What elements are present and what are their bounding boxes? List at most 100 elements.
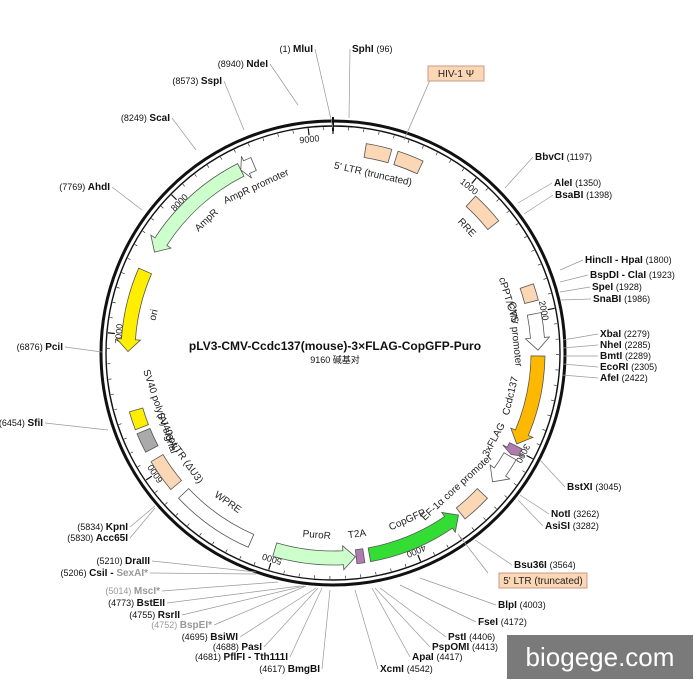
tick-mark <box>547 292 552 295</box>
tick-mark <box>471 177 477 184</box>
watermark-text: biogege.com <box>526 642 675 672</box>
site-kpni: (5834) KpnI <box>77 522 128 533</box>
site-ahdi: (7769) AhdI <box>59 182 110 193</box>
site-draiii: (5210) DraIII <box>96 556 150 567</box>
tick-mark <box>435 152 438 156</box>
tick-mark <box>171 194 177 201</box>
tick-mark <box>114 408 118 411</box>
tick-mark <box>449 160 452 163</box>
tick-mark <box>112 301 116 304</box>
tick-mark <box>496 199 499 202</box>
site-leader <box>181 585 305 616</box>
site-mlui: (1) MluI <box>280 44 314 55</box>
feature-label-cmv-promoter: CMV promoter <box>506 301 524 367</box>
tick-mark <box>547 307 555 311</box>
site-leader <box>374 587 431 648</box>
site-leader <box>474 539 513 566</box>
site-leader <box>314 48 334 129</box>
feature-ef-1-core-promoter <box>455 488 489 520</box>
tick-mark <box>471 527 474 531</box>
site-snabi: SnaBI (1986) <box>593 294 650 305</box>
feature-rre <box>465 195 500 231</box>
site-leader <box>517 182 553 204</box>
site-leader <box>289 587 323 658</box>
site-pflfi-tth111i: (4681) PflFI - Tth111I <box>195 652 288 663</box>
tick-label: 7000 <box>113 323 125 344</box>
tick-mark <box>515 223 519 226</box>
tick-mark <box>164 502 168 505</box>
tick-mark <box>220 156 223 160</box>
tick-mark <box>207 165 210 168</box>
site-leader <box>321 589 331 670</box>
site-rsrii: (4755) RsrII <box>129 610 180 621</box>
tick-mark <box>253 561 256 565</box>
tick-mark <box>182 183 185 187</box>
feature-copgfp <box>367 511 459 563</box>
site-leader <box>354 589 379 670</box>
feature-3xflag <box>502 442 525 457</box>
tick-mark <box>446 544 449 548</box>
tick-mark <box>137 465 141 468</box>
site-leader <box>64 346 103 353</box>
tick-mark <box>433 552 435 555</box>
site-leader <box>151 560 257 573</box>
feature-ampr-promoter <box>240 156 257 179</box>
tick-mark <box>142 230 146 234</box>
feature-wpre <box>177 488 255 548</box>
tick-mark <box>116 287 120 289</box>
site-spei: SpeI (1928) <box>592 282 642 293</box>
site-ecori: EcoRI (2305) <box>600 362 657 373</box>
tick-mark <box>283 570 285 574</box>
feature-label-ccdc137: Ccdc137 <box>501 375 521 416</box>
tick-mark <box>531 249 535 252</box>
feature-sv40-ori <box>136 427 159 453</box>
site-leader <box>399 584 477 623</box>
tick-mark <box>404 563 407 567</box>
feature-t2a <box>354 548 366 565</box>
site-noti: NotI (3262) <box>551 509 599 520</box>
site-sphi: SphI (96) <box>352 44 392 55</box>
feature-sv40-poly-a-signal <box>128 407 149 431</box>
site-leader <box>213 585 307 626</box>
site-leader <box>517 499 544 527</box>
site-bmgbi: (4617) BmgBI <box>259 664 320 675</box>
tick-mark <box>417 554 422 562</box>
site-csii-sexai-: (5206) CsiI - SexAI* <box>61 568 149 579</box>
hiv-psi-label: HIV-1 Ψ <box>438 69 474 80</box>
tick-mark <box>550 399 554 401</box>
site-leader <box>111 186 143 211</box>
site-bmti: BmtI (2289) <box>600 351 651 362</box>
plasmid-title: pLV3-CMV-Ccdc137(mouse)-3×FLAG-CopGFP-Pu… <box>189 339 481 353</box>
site-bsabi: BsaBI (1398) <box>555 190 612 201</box>
site-leader <box>562 333 599 341</box>
tick-mark <box>506 210 510 214</box>
feature-feature-1 <box>393 150 424 175</box>
tick-mark <box>485 188 489 191</box>
site-nhei: NheI (2285) <box>600 340 650 351</box>
tick-mark <box>118 423 122 425</box>
tick-mark <box>199 532 202 536</box>
site-psti: PstI (4406) <box>448 632 495 643</box>
site-leader <box>239 587 317 638</box>
tick-mark <box>494 506 497 510</box>
site-leader <box>539 459 566 488</box>
tick-mark <box>160 206 164 209</box>
site-bspei-: (4752) BspEI* <box>151 620 212 631</box>
feature-label-rre: RRE <box>455 216 478 239</box>
site-leader <box>166 585 301 604</box>
tick-mark <box>110 393 114 395</box>
tick-mark <box>547 414 551 417</box>
tick-mark <box>513 483 517 486</box>
site-leader <box>171 117 197 151</box>
tick-mark <box>522 470 526 473</box>
tick-mark <box>187 523 190 527</box>
feature-label-puror: PuroR <box>302 529 331 542</box>
site-leader <box>129 505 156 528</box>
feature-ampr <box>150 163 245 253</box>
tick-mark <box>537 263 541 266</box>
site-leader <box>44 422 109 431</box>
tick-mark <box>175 513 179 516</box>
site-bstxi: BstXI (3045) <box>567 482 621 493</box>
site-leader <box>562 363 599 368</box>
